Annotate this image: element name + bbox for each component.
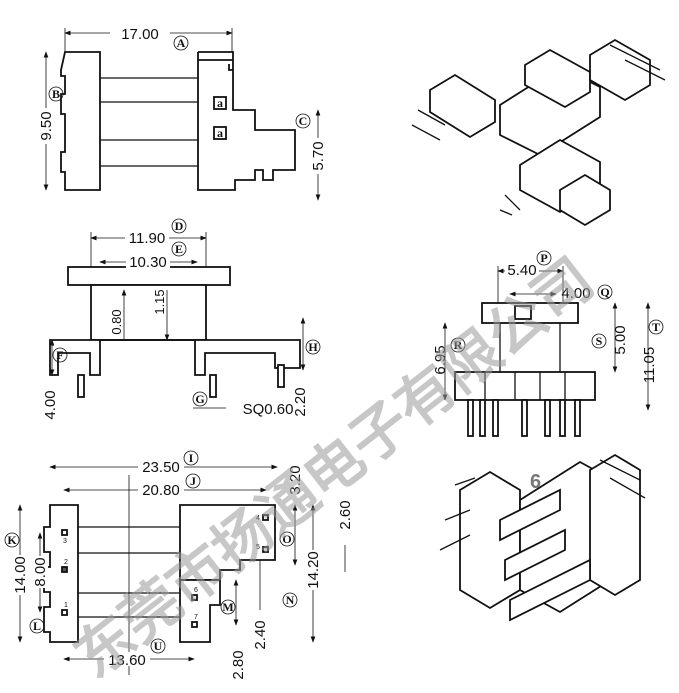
view-number: 6: [530, 471, 541, 493]
side-view: 5.40 P 4.00 Q 6.95 R 5.00 S 11.05 T: [432, 250, 664, 437]
label-b-circle: B: [52, 87, 60, 101]
dim-side-570: 5.70: [310, 141, 327, 170]
label-h-circle: H: [308, 340, 318, 354]
dim-span-1360: 13.60: [108, 652, 146, 669]
pin-1: 1: [64, 602, 68, 609]
label-m-circle: M: [222, 600, 233, 614]
mark-a-lower: a: [217, 126, 223, 140]
label-q-circle: Q: [600, 285, 609, 299]
label-e-circle: E: [175, 242, 183, 256]
pin-7: 7: [194, 614, 198, 621]
label-i-circle: I: [189, 451, 194, 465]
bottom-view: 1 2 3 4 5 6 7 23.50 I 20.80 J 3.20 2.60 …: [4, 450, 354, 680]
dim-pitch-800: 8.00: [32, 557, 49, 586]
dim-outer-1190: 11.90: [129, 230, 165, 247]
dim-320: 3.20: [287, 465, 304, 494]
dim-height-950: 9.50: [38, 111, 55, 140]
dim-inner-1030: 10.30: [129, 254, 167, 271]
dim-base-400: 4.00: [42, 390, 59, 419]
dim-pins-2080: 20.80: [142, 482, 180, 499]
dim-n-1420: 14.20: [305, 551, 322, 589]
label-r-circle: R: [454, 338, 463, 352]
label-t-circle: T: [652, 320, 660, 334]
dim-260: 2.60: [337, 500, 354, 529]
side-pins: [467, 399, 581, 437]
dim-left-695: 6.95: [432, 345, 449, 374]
mark-a-upper: a: [217, 96, 223, 110]
dim-flange-080: 0.80: [109, 309, 124, 334]
label-l-circle: L: [33, 619, 41, 633]
isometric-view-top: [411, 38, 666, 227]
isometric-view-bottom: 6: [439, 453, 646, 622]
dim-gap-115: 1.15: [152, 289, 167, 314]
label-g-circle: G: [195, 392, 204, 406]
pin-4: 4: [256, 515, 260, 522]
pin-3: 3: [63, 538, 67, 545]
pin-2: 2: [64, 559, 68, 566]
label-c-circle: C: [299, 114, 308, 128]
label-j-circle: J: [190, 474, 196, 488]
dim-top-540: 5.40: [507, 262, 536, 279]
dim-width-17: 17.00: [121, 26, 159, 43]
dim-mid-500: 5.00: [612, 325, 629, 354]
label-u-circle: U: [154, 639, 163, 653]
dim-m-240: 2.40: [252, 620, 269, 649]
label-o-circle: O: [282, 532, 291, 546]
pin-6: 6: [194, 587, 198, 594]
label-f-circle: F: [56, 348, 63, 362]
front-view: 11.90 D 10.30 E 0.80 1.15 F 4.00 H 2.20 …: [42, 218, 321, 420]
dim-pin-sq060: SQ0.60: [243, 401, 294, 418]
dim-inner-400: 4.00: [561, 285, 590, 302]
label-a-circle: A: [177, 36, 186, 50]
pin-5: 5: [256, 544, 260, 551]
label-d-circle: D: [175, 219, 184, 233]
label-k-circle: K: [7, 533, 17, 547]
label-s-circle: S: [596, 334, 603, 348]
label-n-circle: N: [286, 593, 295, 607]
dim-height-1400: 14.00: [12, 556, 29, 594]
label-p-circle: P: [540, 251, 547, 265]
dim-total-2350: 23.50: [142, 459, 180, 476]
top-view: 17.00 A 9.50 B a a 5.70 C: [38, 26, 327, 201]
pin-markers: 1 2 3 4 5 6 7: [61, 514, 269, 628]
dim-total-1105: 11.05: [641, 347, 658, 383]
dim-right-220: 2.20: [292, 387, 309, 416]
dim-280: 2.80: [230, 650, 247, 679]
